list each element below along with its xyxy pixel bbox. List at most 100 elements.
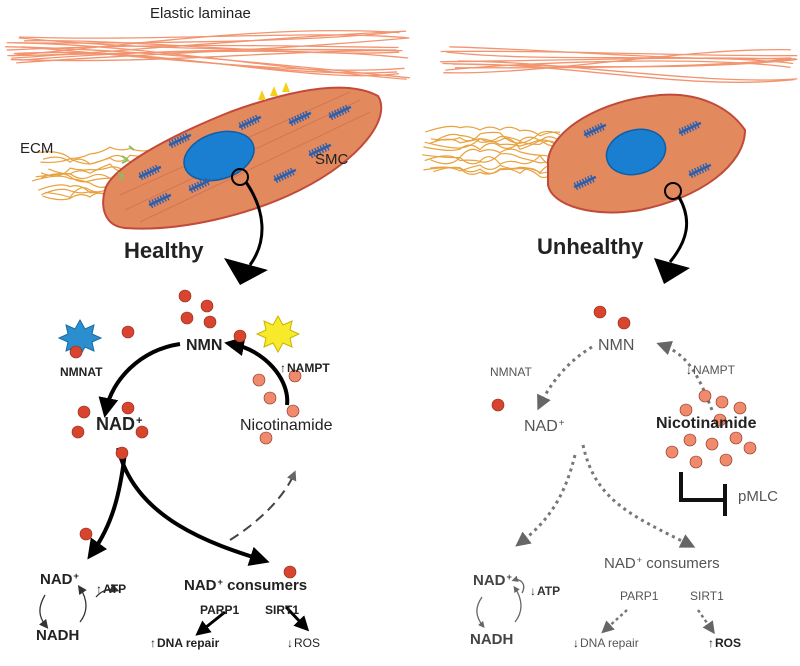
elastic-fiber bbox=[440, 50, 798, 57]
myofilaments bbox=[138, 104, 352, 209]
myofilament-crossbridge bbox=[599, 122, 605, 131]
increase-arrow-icon: ↑ bbox=[708, 636, 714, 650]
molecule-dot bbox=[121, 401, 135, 415]
molecule-dot bbox=[715, 395, 729, 409]
parp1-arrow bbox=[195, 610, 226, 636]
receptor-icons bbox=[258, 82, 290, 100]
molecule-dot bbox=[200, 299, 214, 313]
zoom-arrow-head-unhealthy bbox=[654, 258, 690, 284]
ecm-fiber bbox=[424, 138, 561, 149]
molecule-dot bbox=[617, 316, 631, 330]
molecule-dot bbox=[178, 289, 192, 303]
myofilament-crossbridge bbox=[194, 182, 199, 191]
myofilament-crossbridge bbox=[149, 167, 155, 176]
myofilament-crossbridge bbox=[238, 122, 244, 131]
myofilament-crossbridge bbox=[681, 127, 686, 135]
ecm-label: ECM bbox=[20, 140, 54, 157]
nad-to-nad-pool-dotted-arrow bbox=[515, 454, 577, 547]
myofilament-crossbridge bbox=[302, 111, 307, 120]
myofilament-crossbridge bbox=[241, 121, 246, 129]
ecm-fiber bbox=[429, 164, 561, 174]
myofilament-crossbridge bbox=[314, 147, 319, 156]
nad-to-consumers-arrow bbox=[116, 447, 270, 566]
myofilament-crossbridge bbox=[176, 136, 182, 145]
sirt1-arrow bbox=[284, 605, 310, 632]
nmn-to-nad-arrow bbox=[98, 342, 181, 418]
myofilament-crossbridge bbox=[587, 175, 592, 184]
myofilament-crossbridge bbox=[182, 133, 187, 142]
nmn-label: NMN bbox=[598, 337, 635, 354]
ros-text: ROS bbox=[715, 636, 742, 650]
nicotinamide-label: Nicotinamide bbox=[656, 415, 757, 432]
zoom-arrow-healthy bbox=[244, 181, 264, 266]
myofilament-crossbridge bbox=[154, 197, 159, 206]
nad-to-consumers-dotted-arrow bbox=[581, 444, 696, 548]
zoom-circle bbox=[231, 168, 249, 186]
molecule-dot bbox=[233, 329, 247, 343]
zoom-arrow-unhealthy bbox=[668, 196, 689, 263]
nad-pool-label: NAD+ bbox=[40, 571, 79, 587]
ros-text: ROS bbox=[294, 636, 321, 650]
myofilament-crossbridge bbox=[319, 145, 325, 154]
plus-superscript: + bbox=[217, 576, 223, 587]
myofilament-bundle bbox=[168, 132, 192, 149]
myofilament-crossbridge bbox=[336, 108, 342, 117]
myofilament-crossbridge bbox=[252, 115, 257, 124]
myofilament-crossbridge bbox=[244, 119, 249, 128]
ecm-fiber bbox=[433, 165, 561, 179]
nmn-label: NMN bbox=[186, 337, 223, 354]
myofilament-crossbridge bbox=[316, 146, 322, 155]
healthy-nad-cycle bbox=[39, 336, 310, 636]
molecule-dots-healthy bbox=[69, 289, 302, 579]
nucleus bbox=[183, 130, 255, 182]
myofilament-crossbridge bbox=[696, 166, 702, 175]
molecule-dot bbox=[743, 441, 757, 455]
pmlc-label: pMLC bbox=[738, 488, 779, 505]
molecule-dot bbox=[689, 455, 703, 469]
nad-consumers-label: NAD+ consumers bbox=[184, 576, 308, 594]
myofilament-crossbridge bbox=[159, 195, 165, 204]
myofilament-bundle bbox=[688, 162, 712, 179]
myofilament-bundle bbox=[138, 164, 162, 181]
myofilament-bundle bbox=[238, 114, 262, 131]
myofilament-crossbridge bbox=[699, 165, 705, 174]
parp1-label: PARP1 bbox=[620, 589, 659, 603]
nampt-enzyme-icon bbox=[255, 314, 301, 354]
elastic-fiber bbox=[445, 60, 791, 71]
elastic-fiber bbox=[16, 37, 410, 64]
myofilament-crossbridge bbox=[339, 107, 345, 116]
elastic-fiber bbox=[446, 51, 794, 65]
myofilament-crossbridge bbox=[576, 181, 581, 189]
myofilament-crossbridge bbox=[589, 174, 595, 183]
myofilament-crossbridge bbox=[287, 168, 292, 177]
unhealthy-nad-cycle bbox=[476, 340, 715, 635]
molecule-dot bbox=[593, 305, 607, 319]
consumers-text: consumers bbox=[642, 555, 720, 572]
myofilament-crossbridge bbox=[299, 113, 305, 122]
increase-arrow-icon: ↑ bbox=[150, 636, 156, 650]
myofilament-crossbridge bbox=[156, 196, 162, 205]
dna-repair-text: DNA repair bbox=[157, 636, 220, 650]
elastic-fiber bbox=[10, 49, 399, 62]
elastic-fiber bbox=[5, 46, 410, 79]
molecule-dot bbox=[283, 565, 297, 579]
nampt-text: NAMPT bbox=[693, 363, 735, 377]
molecule-dot bbox=[713, 413, 727, 427]
pmlc-inhibition-bracket bbox=[679, 472, 725, 502]
myofilament-bundle bbox=[573, 174, 597, 191]
increase-arrow-icon: ↑ bbox=[96, 582, 102, 596]
nad-plus-label: NAD+ bbox=[524, 418, 565, 435]
sirt1-label: SIRT1 bbox=[690, 589, 724, 603]
consumers-text: consumers bbox=[222, 577, 308, 594]
nucleus bbox=[605, 128, 667, 176]
plus-superscript: + bbox=[506, 571, 512, 582]
ecm-fiber bbox=[425, 125, 561, 137]
myofilament-crossbridge bbox=[579, 179, 584, 188]
myofilament-crossbridge bbox=[688, 170, 694, 179]
molecule-dot bbox=[121, 325, 135, 339]
myofilament-crossbridge bbox=[342, 105, 347, 114]
nad-text: NAD bbox=[524, 418, 558, 435]
myofilament-crossbridge bbox=[684, 125, 689, 134]
